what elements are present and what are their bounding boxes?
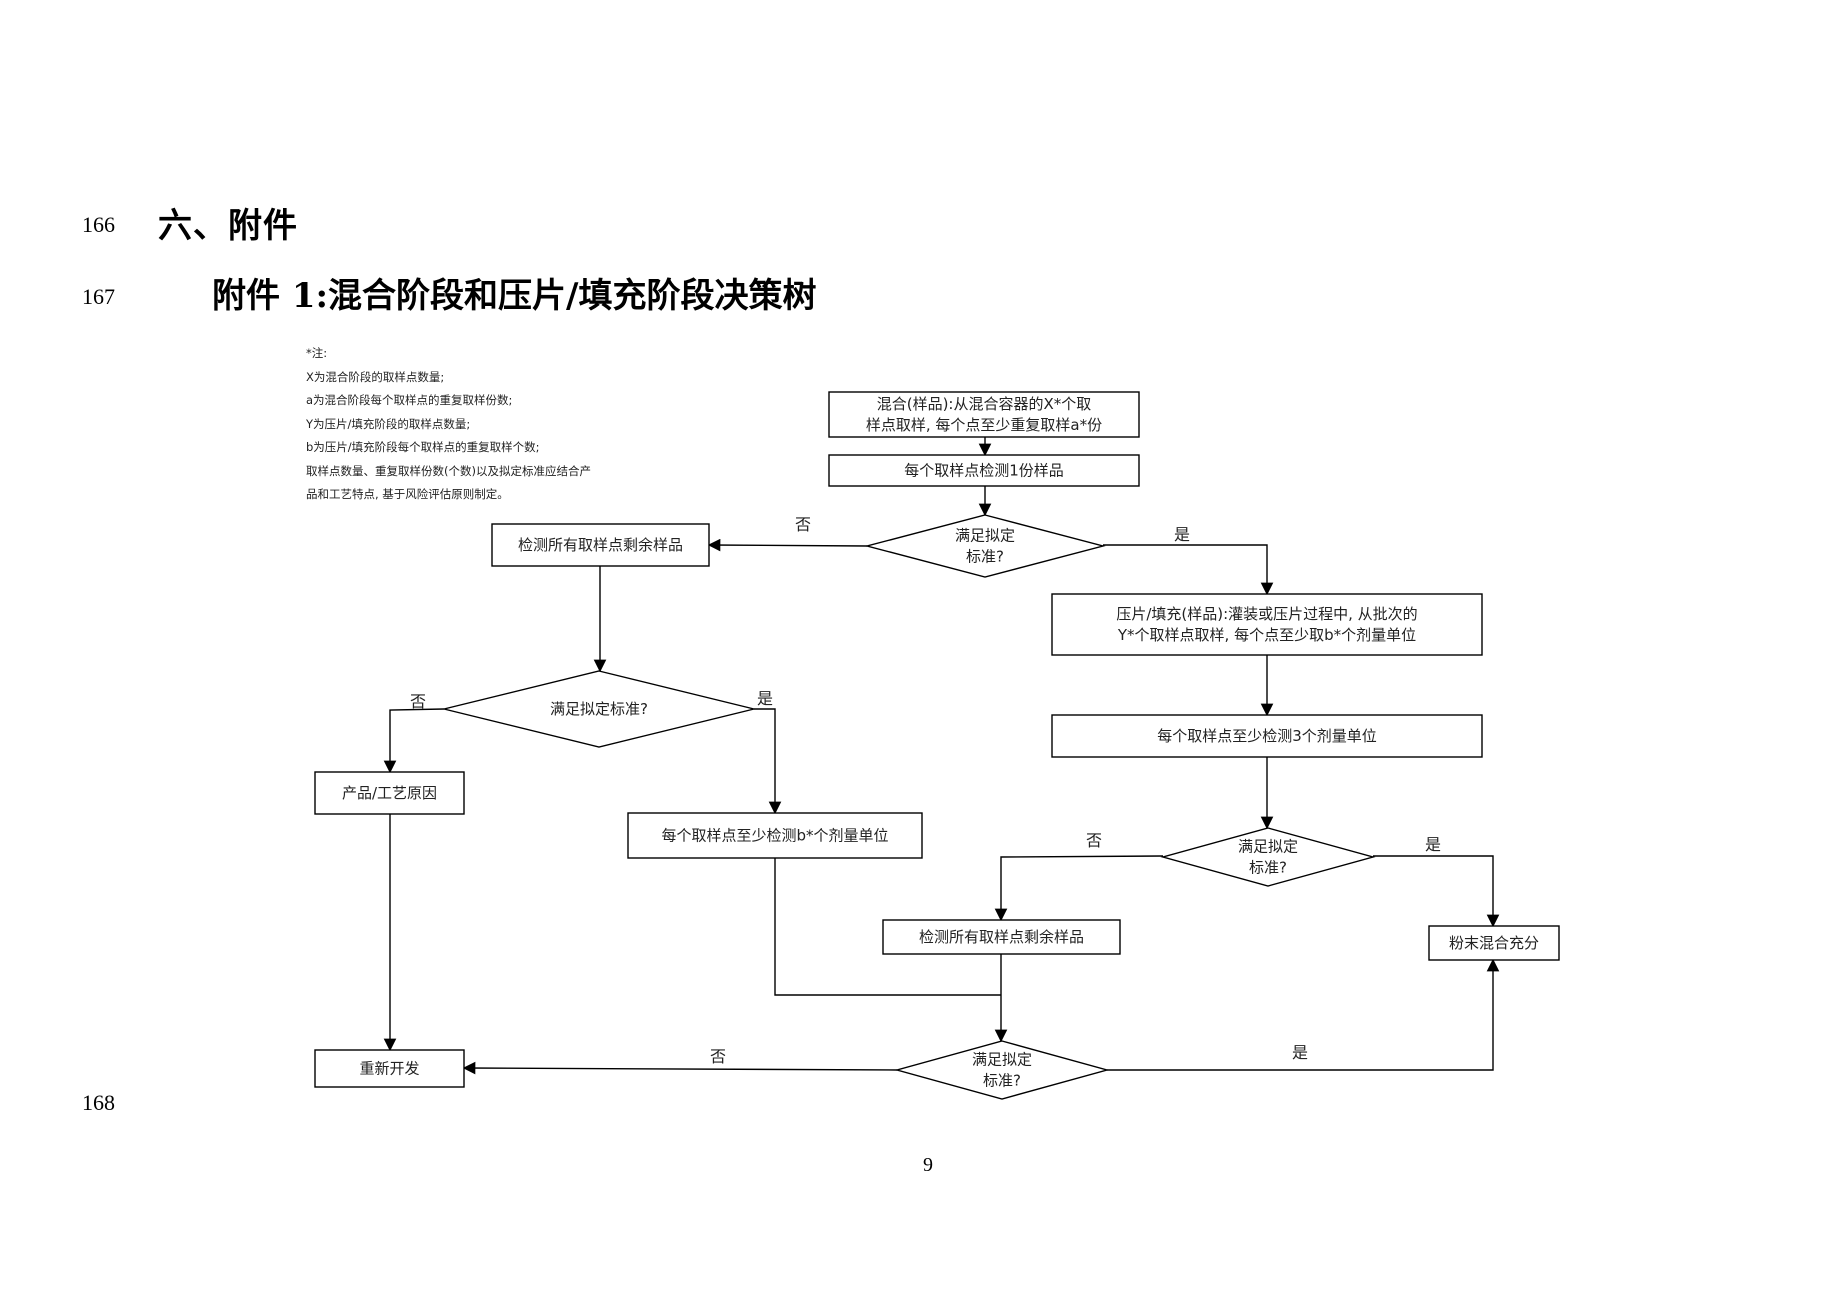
- decision-1-diamond: [864, 514, 1106, 578]
- note-line: 取样点数量、重复取样份数(个数)以及拟定标准应结合产: [306, 463, 591, 478]
- test-remaining-1-text: 检测所有取样点剩余样品: [518, 536, 683, 554]
- note-line: b为压片/填充阶段每个取样点的重复取样个数;: [306, 440, 540, 454]
- test-remaining-2-box: [882, 919, 1121, 955]
- edge-label-d1-no: 否: [795, 515, 811, 534]
- blend-sample-text: 样点取样, 每个点至少重复取样a*份: [866, 416, 1102, 434]
- decision-3-text: 满足拟定: [1238, 838, 1298, 856]
- edge-label-d3-yes: 是: [1425, 835, 1441, 854]
- note-line: X为混合阶段的取样点数量;: [306, 369, 445, 384]
- note-line: 品和工艺特点, 基于风险评估原则制定。: [306, 487, 509, 501]
- attachment-title: 附件 1:混合阶段和压片/填充阶段决策树: [212, 276, 817, 316]
- flow-connector: [1373, 855, 1500, 928]
- note-line: *注:: [306, 346, 328, 360]
- flow-connector: [754, 708, 782, 815]
- edge-label-d4-no: 否: [710, 1047, 726, 1066]
- edge-label-d3-no: 否: [1086, 831, 1102, 850]
- flow-connector: [707, 538, 868, 552]
- blend-sample-box: [828, 391, 1140, 438]
- flow-connector: [994, 855, 1164, 922]
- line-number-167: 167: [82, 284, 115, 309]
- note-line: Y为压片/填充阶段的取样点数量;: [306, 416, 471, 431]
- compress-sample-text: 压片/填充(样品):灌装或压片过程中, 从批次的: [1116, 605, 1417, 623]
- blend-adequate-box: [1428, 925, 1560, 961]
- decision-1-text: 标准?: [966, 548, 1004, 566]
- redevelop-text: 重新开发: [359, 1060, 419, 1078]
- product-process-cause-text: 产品/工艺原因: [342, 784, 437, 802]
- note-line: a为混合阶段每个取样点的重复取样份数;: [306, 393, 513, 407]
- flow-connector: [383, 708, 445, 774]
- compress-sample-text: Y*个取样点取样, 每个点至少取b*个剂量单位: [1117, 626, 1416, 644]
- test-three-units-box: [1051, 714, 1483, 758]
- test-three-units-text: 每个取样点至少检测3个剂量单位: [1157, 727, 1377, 745]
- edge-label-d4-yes: 是: [1292, 1043, 1308, 1062]
- product-process-cause-box: [314, 771, 465, 815]
- decision-3-diamond: [1160, 827, 1376, 887]
- blend-adequate-text: 粉末混合充分: [1449, 934, 1539, 952]
- section-heading: 六、附件: [158, 206, 298, 246]
- test-remaining-2-text: 检测所有取样点剩余样品: [919, 928, 1084, 946]
- flow-connector: [1103, 544, 1274, 596]
- test-one-each-text: 每个取样点检测1份样品: [904, 462, 1064, 480]
- decision-4-text: 标准?: [983, 1072, 1021, 1090]
- decision-4-text: 满足拟定: [972, 1051, 1032, 1069]
- decision-2-diamond: [443, 670, 755, 748]
- edge-label-d1-yes: 是: [1174, 525, 1190, 544]
- notes-block: *注: X为混合阶段的取样点数量; a为混合阶段每个取样点的重复取样份数; Y为…: [306, 342, 591, 507]
- decision-4-diamond: [894, 1040, 1110, 1100]
- flow-connector: [462, 1061, 898, 1075]
- test-b-units-box: [627, 812, 923, 859]
- redevelop-box: [314, 1049, 465, 1088]
- page-number: 9: [923, 1154, 933, 1176]
- compress-sample-box: [1051, 593, 1483, 656]
- decision-1-text: 满足拟定: [955, 527, 1015, 545]
- edge-label-d2-no: 否: [410, 692, 426, 711]
- test-b-units-text: 每个取样点至少检测b*个剂量单位: [661, 827, 888, 845]
- flow-connector: [774, 858, 1001, 996]
- blend-sample-text: 混合(样品):从混合容器的X*个取: [877, 395, 1092, 413]
- line-number-166: 166: [82, 212, 115, 237]
- test-remaining-1-box: [491, 523, 710, 567]
- edge-label-d2-yes: 是: [757, 689, 773, 708]
- line-number-168: 168: [82, 1090, 115, 1115]
- flow-connector: [1107, 958, 1500, 1071]
- decision-2-text: 满足拟定标准?: [550, 700, 648, 718]
- test-one-each-box: [828, 454, 1140, 487]
- decision-3-text: 标准?: [1249, 859, 1287, 877]
